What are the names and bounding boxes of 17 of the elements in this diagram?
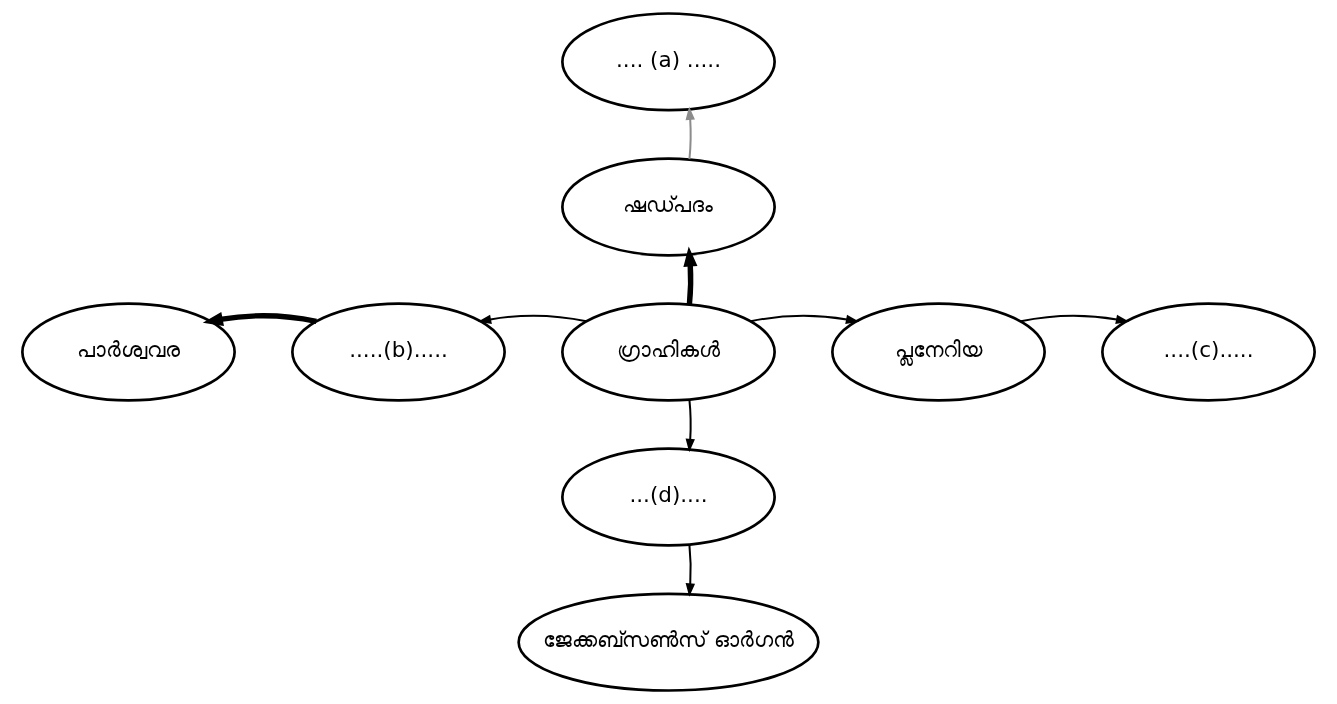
arrow <box>202 312 317 326</box>
arrow <box>750 314 860 324</box>
arrow <box>477 314 587 324</box>
arrow <box>683 246 698 305</box>
node-ellipse: ...(d).... <box>561 447 776 547</box>
arrow <box>1020 314 1130 324</box>
arrow <box>685 106 695 160</box>
node-ellipse: ഷഡ്പദം <box>561 157 776 257</box>
node-ellipse: പ്ലനേറിയ <box>831 302 1046 402</box>
node-ellipse: ഗ്രാഹികൾ <box>561 302 776 402</box>
arrow <box>685 544 695 597</box>
node-ellipse: ജേക്കബ്സൺസ് ഓർഗൻ <box>517 592 820 692</box>
node-ellipse: .....(b)..... <box>291 302 506 402</box>
node-ellipse: .... (a) ..... <box>561 12 776 112</box>
node-ellipse: പാർശ്വവര <box>21 302 236 402</box>
arrow <box>685 399 695 453</box>
node-ellipse: ....(c)..... <box>1101 302 1316 402</box>
